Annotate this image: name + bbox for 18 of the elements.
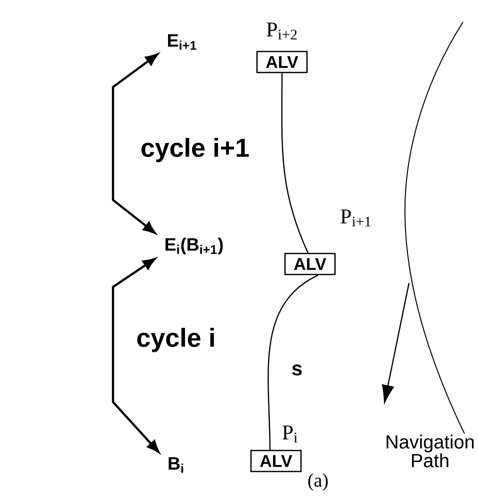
connecting-curve: [268, 274, 318, 450]
cycle-arrow: [112, 54, 158, 234]
cycle-arrow: [112, 258, 160, 453]
edge-label: s: [290, 364, 304, 376]
panel-caption: (a): [308, 473, 328, 491]
edge-label: cycle i+1: [139, 136, 251, 164]
alv-box: ALV: [284, 252, 336, 276]
point-label: B$_{i}$: [168, 457, 184, 473]
position-label: P$_{i}$: [282, 426, 298, 442]
position-label: P$_{i+2}$: [266, 22, 297, 40]
edge-label: cycle i: [135, 326, 217, 354]
point-label: E$_{i+1}$: [168, 34, 196, 50]
alv-box: ALV: [256, 50, 308, 74]
position-label: P$_{i+1}$: [340, 210, 371, 226]
point-label: E$_{i}$(B$_{i+1}$): [166, 238, 223, 254]
alv-box: ALV: [250, 450, 302, 472]
path-label: Navigation Path: [379, 434, 478, 468]
connecting-curve: [281, 73, 309, 254]
